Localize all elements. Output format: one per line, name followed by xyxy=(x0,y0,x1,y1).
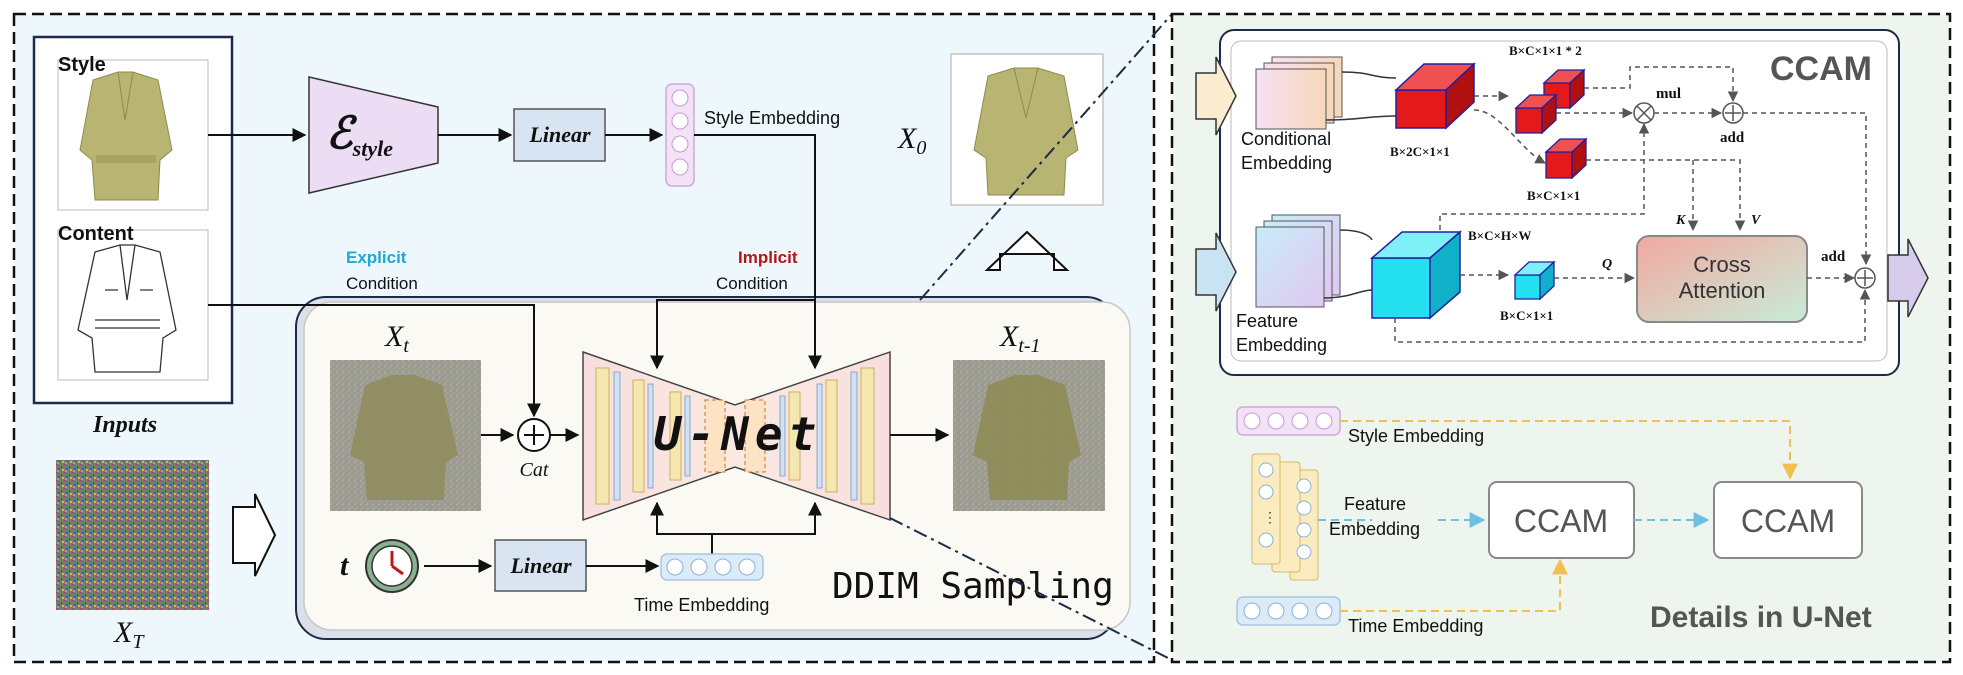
details-feature-line1: Feature xyxy=(1344,494,1406,514)
cat-operator: Cat xyxy=(517,418,551,481)
xt-label: X xyxy=(384,320,405,353)
details-ccam-2: CCAM xyxy=(1741,503,1835,539)
cross-attention-box: Cross Attention xyxy=(1636,235,1808,323)
style-label: Style xyxy=(58,54,106,76)
inputs-box: Style Content Inputs xyxy=(32,35,234,438)
output-sub: 0 xyxy=(916,137,926,159)
cube-bc-q xyxy=(1513,260,1556,301)
svg-text:Xt: Xt xyxy=(384,320,409,357)
hollow-up-arrow xyxy=(984,230,1070,271)
style-jacket-image xyxy=(79,71,173,201)
unet-block: U-Net xyxy=(582,350,891,522)
implicit-word: Implicit xyxy=(738,248,798,267)
dim-bc2: B×C×1×1 * 2 xyxy=(1509,43,1582,58)
details-style-embedding-label: Style Embedding xyxy=(1348,426,1484,446)
output-label: X xyxy=(897,122,918,155)
cross-attention-line1: Cross xyxy=(1693,252,1750,277)
right-panel: CCAM Conditional Embedding Feature Embed… xyxy=(1170,12,1952,664)
dim-bc-q: B×C×1×1 xyxy=(1500,308,1553,323)
ccam-detail-box: CCAM Conditional Embedding Feature Embed… xyxy=(1195,29,1929,376)
dim-bc-top: B×C×1×1 xyxy=(1527,188,1580,203)
encoder-sub: style xyxy=(352,136,394,161)
implicit-condition: Condition xyxy=(716,274,788,293)
details-time-embedding-vector xyxy=(1236,596,1341,626)
ccam-title: CCAM xyxy=(1770,50,1872,88)
cube-bc-x2 xyxy=(1514,68,1586,135)
feature-embedding-stack xyxy=(1255,214,1341,308)
output-x0: X0 xyxy=(897,53,1104,206)
style-embedding-label: Style Embedding xyxy=(704,108,840,128)
cross-attention-line2: Attention xyxy=(1679,278,1766,303)
add-label-1: add xyxy=(1720,130,1745,146)
noise-label: X xyxy=(113,616,134,649)
details-title: Details in U-Net xyxy=(1650,601,1872,634)
zoom-line-bottom xyxy=(889,517,1173,661)
ddim-sampling-region: Xt Cat xyxy=(208,135,1131,640)
ddim-title: DDIM Sampling xyxy=(832,566,1114,607)
noise-xt: XT xyxy=(56,460,209,653)
noise-sub: T xyxy=(132,631,145,653)
style-embedding-vector xyxy=(665,83,695,187)
cube-bchw xyxy=(1369,230,1463,320)
conditional-embedding-stack xyxy=(1255,56,1343,130)
details-section: Style Embedding ⋮ Feature Embedding xyxy=(1236,406,1872,636)
linear-label-time: Linear xyxy=(509,553,572,578)
details-ccam-1: CCAM xyxy=(1514,503,1608,539)
mul-operator xyxy=(1633,102,1655,124)
svg-text:XT: XT xyxy=(113,616,145,653)
explicit-word: Explicit xyxy=(346,248,407,267)
linear-label-top: Linear xyxy=(528,122,591,147)
add-operator-1 xyxy=(1722,102,1744,124)
content-label: Content xyxy=(58,223,134,245)
v-label: V xyxy=(1751,213,1762,228)
details-feature-stack: ⋮ xyxy=(1251,453,1319,581)
cube-bc-single xyxy=(1544,137,1588,180)
linear-box-top: Linear xyxy=(513,108,606,162)
conditional-embedding-line1: Conditional xyxy=(1241,129,1331,149)
xt1-image xyxy=(953,360,1105,511)
xt1-label: X xyxy=(999,320,1020,353)
add-label-2: add xyxy=(1821,249,1846,265)
time-embedding-vector xyxy=(660,553,764,581)
details-feature-line2: Embedding xyxy=(1329,519,1420,539)
style-encoder: ℰstyle xyxy=(308,76,439,194)
add-operator-2 xyxy=(1854,267,1876,289)
clock-icon xyxy=(365,539,419,593)
dim-bchw: B×C×H×W xyxy=(1468,228,1531,243)
content-sketch-image xyxy=(77,244,177,373)
dim-b2c: B×2C×1×1 xyxy=(1390,144,1450,159)
details-ccam-box-1: CCAM xyxy=(1488,481,1635,559)
feature-embedding-line1: Feature xyxy=(1236,311,1298,331)
linear-box-time: Linear xyxy=(494,539,587,592)
cat-label: Cat xyxy=(520,459,549,481)
explicit-condition: Condition xyxy=(346,274,418,293)
xt-sub: t xyxy=(403,335,409,357)
mul-label: mul xyxy=(1656,86,1681,102)
inputs-caption: Inputs xyxy=(92,412,157,438)
details-style-embedding-vector xyxy=(1236,406,1341,436)
svg-text:⋮: ⋮ xyxy=(1263,509,1277,525)
ccam-output-arrow xyxy=(1887,238,1929,318)
conditional-embedding-line2: Embedding xyxy=(1241,153,1332,173)
details-time-embedding-label: Time Embedding xyxy=(1348,616,1483,636)
svg-text:X0: X0 xyxy=(897,122,926,159)
hollow-right-arrow xyxy=(232,493,277,577)
unet-label: U-Net xyxy=(654,407,822,461)
q-label: Q xyxy=(1602,257,1612,272)
feature-embedding-line2: Embedding xyxy=(1236,335,1327,355)
zoom-line-top xyxy=(919,13,1173,301)
xt-image xyxy=(330,360,481,511)
k-label: K xyxy=(1675,213,1687,228)
details-ccam-box-2: CCAM xyxy=(1713,481,1863,559)
svg-text:Xt-1: Xt-1 xyxy=(999,320,1041,357)
cube-b2c xyxy=(1394,62,1476,130)
time-embedding-label: Time Embedding xyxy=(634,595,769,615)
t-label: t xyxy=(340,549,350,582)
xt1-sub: t-1 xyxy=(1018,335,1040,357)
